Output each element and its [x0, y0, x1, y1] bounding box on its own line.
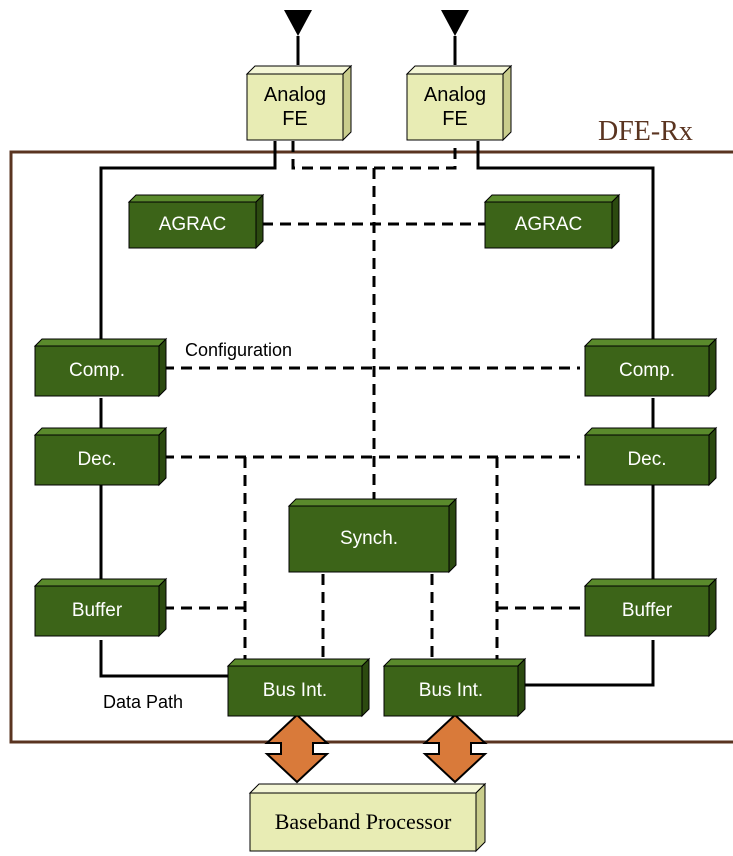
comp-left-block: [33, 337, 168, 398]
data-path-lines: [99, 141, 655, 687]
agrac-right-block: [483, 193, 621, 250]
buffer-right-block: [583, 577, 718, 638]
analog-fe-left-block: [245, 64, 353, 142]
bus-arrow-right: [422, 713, 488, 784]
bus-arrow-left: [264, 713, 330, 784]
analog-fe-right-block: [405, 64, 513, 142]
synch-block: [287, 497, 458, 574]
dfe-rx-frame: [9, 150, 733, 744]
comp-right-block: [583, 337, 718, 398]
dfe-rx-label: DFE-Rx: [598, 116, 693, 147]
buffer-left-block: [33, 577, 168, 638]
agrac-left-block: [127, 193, 265, 250]
configuration-label: Configuration: [185, 340, 293, 360]
bus-int-left-block: [226, 657, 371, 718]
bus-int-right-block: [382, 657, 527, 718]
antenna-icon-left: [284, 10, 312, 65]
dec-right-block: [583, 426, 718, 487]
baseband-processor-block: [248, 782, 487, 853]
antenna-icon-right: [441, 10, 469, 65]
data-path-label: Data Path: [103, 692, 184, 712]
dec-left-block: [33, 426, 168, 487]
configuration-lines: [163, 141, 580, 662]
